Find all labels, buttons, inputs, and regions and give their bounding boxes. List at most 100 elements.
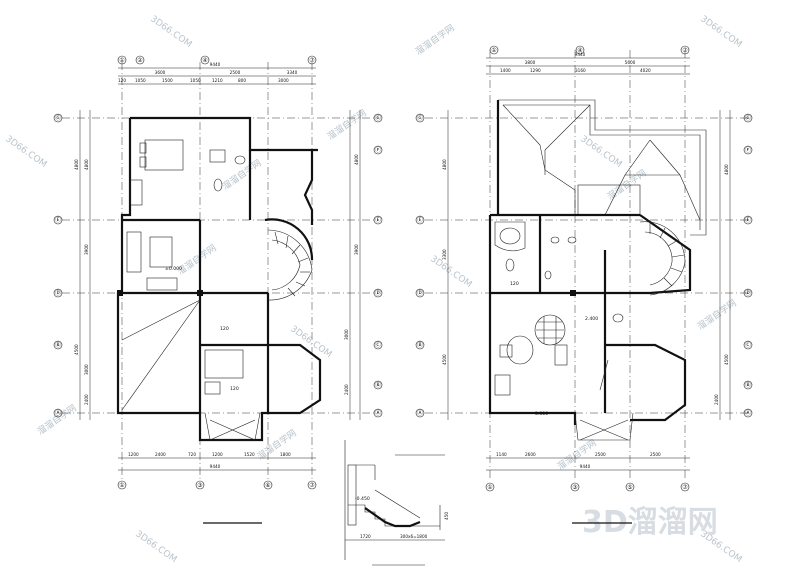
svg-text:3600: 3600 [155, 70, 166, 75]
right-bottom-axis-markers: ① ③ ⑤ ⑦ [485, 482, 690, 492]
cabinet [554, 344, 568, 366]
svg-text:Ⓑ: Ⓑ [375, 381, 381, 389]
svg-text:Ⓓ: Ⓓ [55, 289, 61, 297]
svg-text:④: ④ [577, 47, 582, 54]
svg-text:1800: 1800 [280, 452, 291, 457]
svg-text:2400: 2400 [344, 384, 349, 395]
svg-text:300x6=1800: 300x6=1800 [400, 534, 428, 539]
svg-text:3160: 3160 [575, 68, 586, 73]
spiral-stair [639, 221, 686, 296]
svg-text:3.300: 3.300 [535, 411, 548, 417]
svg-text:1400: 1400 [500, 68, 511, 73]
axis-marker: ④ [202, 57, 207, 64]
bathroom-fixtures [209, 149, 246, 192]
round-bed [534, 314, 566, 346]
dimension-total: 9440 [210, 62, 221, 67]
svg-text:3000: 3000 [84, 364, 89, 375]
toilet [612, 313, 624, 323]
svg-text:4500: 4500 [442, 354, 447, 365]
svg-text:120: 120 [510, 281, 519, 287]
svg-text:2500: 2500 [230, 70, 241, 75]
svg-text:Ⓖ: Ⓖ [375, 114, 381, 122]
svg-text:1210: 1210 [212, 78, 223, 83]
svg-text:1720: 1720 [360, 534, 371, 539]
left-top-axis-markers: ① ② ④ ⑦ [117, 55, 317, 65]
armchair [499, 335, 534, 365]
dimension-total: 9440 [210, 464, 221, 469]
svg-text:3300: 3300 [442, 249, 447, 260]
svg-text:Ⓓ: Ⓓ [375, 289, 381, 297]
svg-text:1200: 1200 [128, 452, 139, 457]
svg-text:4500: 4500 [74, 344, 79, 355]
svg-text:Ⓖ: Ⓖ [745, 114, 751, 122]
bathtub [494, 221, 526, 252]
svg-text:Ⓓ: Ⓓ [745, 289, 751, 297]
svg-text:Ⓔ: Ⓔ [55, 216, 61, 224]
svg-text:720: 720 [188, 452, 196, 457]
svg-text:4800: 4800 [354, 154, 359, 165]
svg-text:1290: 1290 [530, 68, 541, 73]
svg-text:3340: 3340 [287, 70, 298, 75]
svg-text:Ⓐ: Ⓐ [417, 409, 423, 417]
right-top-axis-markers: ① ④ ⑦ [489, 45, 690, 55]
svg-text:450: 450 [444, 512, 449, 520]
svg-text:Ⓔ: Ⓔ [745, 216, 751, 224]
svg-text:3900: 3900 [84, 244, 89, 255]
watermark-site: 3D66.COM [288, 324, 333, 360]
right-side-axis-markers: Ⓖ Ⓕ Ⓔ Ⓓ Ⓒ Ⓑ Ⓐ [373, 113, 383, 418]
svg-text:2400: 2400 [714, 394, 719, 405]
watermark-site: 3D66.COM [428, 254, 473, 290]
bed [139, 139, 184, 171]
svg-text:1050: 1050 [190, 78, 201, 83]
watermark-cn: 溜溜自学网 [555, 437, 599, 473]
left-side-axis-markers: Ⓖ Ⓔ Ⓓ Ⓑ Ⓐ [53, 113, 63, 418]
svg-text:2.400: 2.400 [585, 316, 598, 322]
svg-text:800: 800 [238, 78, 246, 83]
spiral-stair [267, 229, 313, 301]
svg-text:Ⓐ: Ⓐ [375, 409, 381, 417]
svg-text:⑦: ⑦ [682, 47, 688, 54]
svg-text:9440: 9440 [575, 52, 586, 57]
svg-text:5600: 5600 [625, 60, 636, 65]
svg-text:3000: 3000 [344, 329, 349, 340]
svg-text:1050: 1050 [135, 78, 146, 83]
axis-marker: ⑦ [309, 57, 315, 64]
right-left-axis-markers: Ⓖ Ⓔ Ⓓ Ⓑ Ⓐ [415, 113, 425, 418]
svg-text:2500: 2500 [595, 452, 606, 457]
svg-text:4500: 4500 [724, 354, 729, 365]
svg-text:120: 120 [220, 326, 229, 332]
svg-text:Ⓒ: Ⓒ [745, 341, 751, 349]
wardrobe [129, 179, 143, 206]
watermark-cn: 溜溜自学网 [35, 402, 79, 438]
svg-text:4800: 4800 [74, 159, 79, 170]
watermark-cn: 溜溜自学网 [413, 22, 457, 58]
svg-text:Ⓑ: Ⓑ [745, 381, 751, 389]
basins [505, 236, 577, 280]
svg-text:3800: 3800 [525, 60, 536, 65]
svg-text:1140: 1140 [496, 452, 507, 457]
svg-text:2600: 2600 [525, 452, 536, 457]
sofa-set [126, 231, 178, 291]
svg-text:Ⓕ: Ⓕ [745, 146, 751, 154]
svg-text:4020: 4020 [640, 68, 651, 73]
svg-text:Ⓐ: Ⓐ [55, 409, 61, 417]
level-mark: ±0.000 [165, 266, 182, 272]
svg-text:4800: 4800 [442, 159, 447, 170]
watermark-cn: 溜溜自学网 [220, 157, 264, 193]
svg-text:Ⓔ: Ⓔ [375, 216, 381, 224]
svg-text:⑤: ⑤ [627, 484, 632, 491]
svg-text:Ⓐ: Ⓐ [745, 409, 751, 417]
svg-text:1200: 1200 [212, 452, 223, 457]
axis-marker: ① [119, 57, 124, 64]
svg-text:3000: 3000 [278, 78, 289, 83]
watermark-layer: 3D66.COM 溜溜自学网 3D66.COM 3D66.COM 溜溜自学网 溜… [3, 14, 743, 565]
axis-marker: ⑥ [265, 482, 270, 489]
svg-text:Ⓑ: Ⓑ [417, 341, 423, 349]
svg-text:1500: 1500 [162, 78, 173, 83]
right-floor-plan: ① ④ ⑦ ① ③ ⑤ ⑦ Ⓖ Ⓔ Ⓓ Ⓑ Ⓐ Ⓖ Ⓕ Ⓔ Ⓓ Ⓒ Ⓑ Ⓐ [415, 45, 753, 492]
svg-text:2400: 2400 [84, 394, 89, 405]
watermark-cn: 溜溜自学网 [175, 242, 219, 278]
watermark-site: 3D66.COM [578, 134, 623, 170]
desk [494, 374, 511, 396]
